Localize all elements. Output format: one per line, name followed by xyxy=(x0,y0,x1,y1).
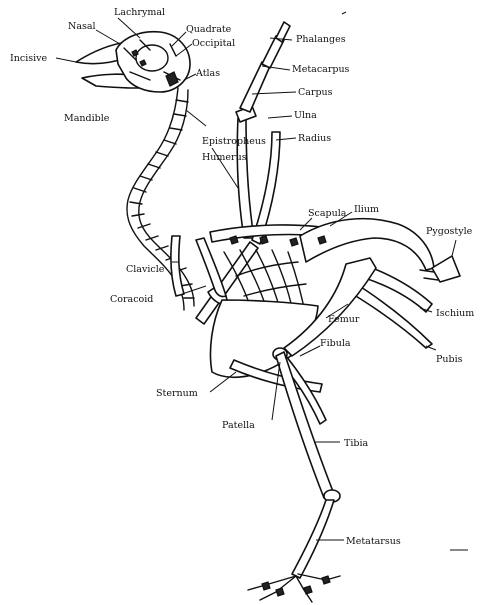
label-coracoid: Coracoid xyxy=(110,294,153,305)
label-epistropheus: Epistropheus xyxy=(202,136,266,147)
label-lachrymal: Lachrymal xyxy=(114,7,165,18)
metatarsus-bone xyxy=(292,500,334,578)
label-incisive: Incisive xyxy=(10,53,48,64)
label-sternum: Sternum xyxy=(156,388,198,399)
leader-lines xyxy=(56,12,468,550)
label-ilium: Ilium xyxy=(354,204,379,215)
label-pygostyle: Pygostyle xyxy=(426,226,473,237)
label-humerus: Humerus xyxy=(202,152,247,163)
label-ischium: Ischium xyxy=(436,308,474,319)
clavicle-bone xyxy=(171,236,184,296)
label-mandible: Mandible xyxy=(64,113,110,124)
metacarpus-bone xyxy=(240,62,270,112)
label-scapula: Scapula xyxy=(308,208,347,219)
label-patella: Patella xyxy=(222,420,255,431)
pygostyle-bone xyxy=(432,256,460,282)
label-clavicle: Clavicle xyxy=(126,264,165,275)
shoulder-girdle xyxy=(171,236,228,304)
label-carpus: Carpus xyxy=(298,87,333,98)
tibia-bone xyxy=(276,352,334,498)
label-metacarpus: Metacarpus xyxy=(292,64,350,75)
label-radius: Radius xyxy=(298,133,331,144)
label-pubis: Pubis xyxy=(436,354,463,365)
label-femur: Femur xyxy=(328,314,360,325)
cervical-vertebrae xyxy=(127,88,194,310)
label-occipital: Occipital xyxy=(192,38,235,49)
skull xyxy=(76,32,190,92)
label-quadrate: Quadrate xyxy=(186,24,232,35)
label-ulna: Ulna xyxy=(294,110,317,121)
label-tibia: Tibia xyxy=(344,438,368,449)
label-fibula: Fibula xyxy=(320,338,351,349)
label-phalanges: Phalanges xyxy=(296,34,346,45)
label-atlas: Atlas xyxy=(195,68,220,79)
label-metatarsus: Metatarsus xyxy=(346,536,401,547)
label-nasal: Nasal xyxy=(68,21,96,32)
labels: Incisive Nasal Lachrymal Quadrate Occipi… xyxy=(10,7,474,547)
